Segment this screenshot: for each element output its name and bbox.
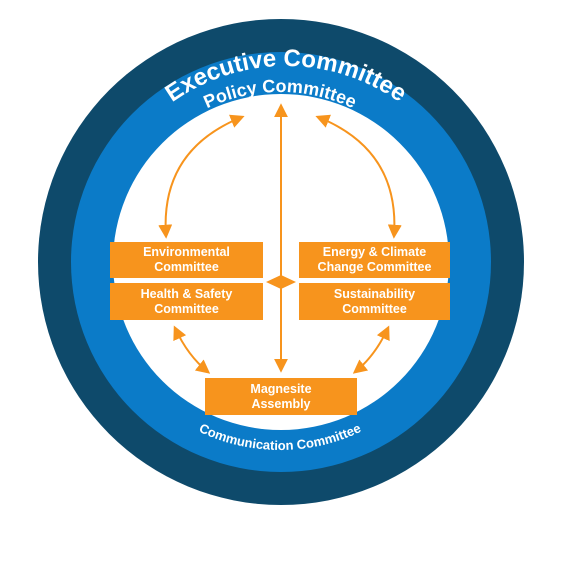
energy-climate-committee-box: Energy & Climate Change Committee [299,242,450,278]
magnesite-line1: Magnesite [250,381,312,396]
environmental-line2: Committee [154,260,219,274]
right-bottom-arrow [352,325,390,374]
health-safety-committee-box: Health & Safety Committee [110,283,263,320]
magnesite-assembly-box: Magnesite Assembly [205,378,357,415]
sustainability-committee-box: Sustainability Committee [299,283,450,320]
health-line2: Committee [154,301,219,316]
left-top-arrow [158,114,245,239]
sustainability-line1: Sustainability [333,286,416,301]
environmental-committee-box: Environmental Committee [110,242,263,278]
energy-line1: Energy & Climate [322,245,427,259]
sustainability-line2: Committee [342,301,407,316]
left-bottom-arrow [173,325,211,374]
health-line1: Health & Safety [140,286,233,301]
center-diamond [266,275,296,289]
energy-line2: Change Committee [317,260,432,274]
magnesite-line2: Assembly [251,396,311,411]
environmental-line1: Environmental [143,245,230,259]
right-top-arrow [315,114,402,239]
